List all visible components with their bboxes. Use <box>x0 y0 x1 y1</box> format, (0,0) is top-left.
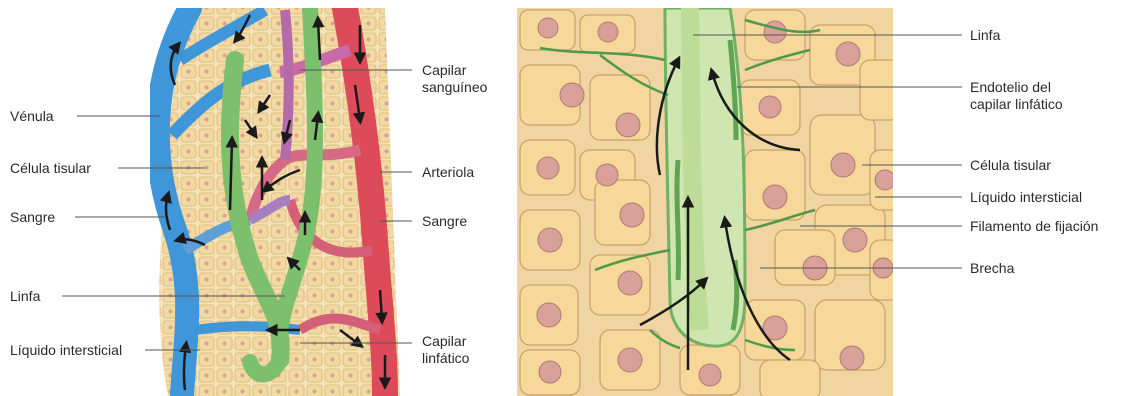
left-illustration <box>158 8 400 396</box>
label-capilar-sanguineo-line1: Capilar <box>422 62 466 78</box>
label-sangre-right: Sangre <box>422 213 467 229</box>
label-liquido-intersticial-right: Líquido intersticial <box>970 189 1082 205</box>
label-linfa-right: Linfa <box>970 27 1000 43</box>
label-capilar-linfatico-line2: linfático <box>422 350 469 366</box>
label-liquido-intersticial-left: Líquido intersticial <box>10 342 122 358</box>
label-celula-tisular: Célula tisular <box>10 160 91 176</box>
label-arteriola: Arteriola <box>422 164 474 180</box>
label-brecha: Brecha <box>970 260 1014 276</box>
label-sangre-left: Sangre <box>10 209 55 225</box>
label-celula-tisular-right: Célula tisular <box>970 157 1051 173</box>
label-capilar-linfatico-line1: Capilar <box>422 333 466 349</box>
label-endotelio-line2: capilar linfático <box>970 96 1063 112</box>
endothelial-overlap <box>677 160 678 280</box>
label-venula: Vénula <box>10 108 54 124</box>
label-linfa-left: Linfa <box>10 288 40 304</box>
label-filamento-fijacion: Filamento de fijación <box>970 218 1098 234</box>
vessel-lumen-highlight <box>690 8 700 330</box>
right-illustration <box>517 8 900 396</box>
label-endotelio-line1: Endotelio del <box>970 79 1051 95</box>
label-capilar-sanguineo-line2: sanguíneo <box>422 79 487 95</box>
